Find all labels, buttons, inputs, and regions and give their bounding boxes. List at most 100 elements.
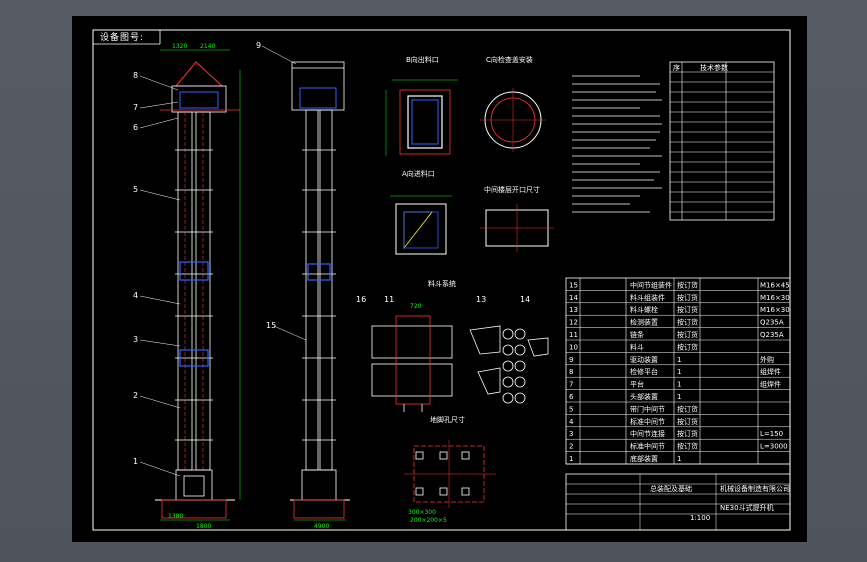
bom-cell: 3: [569, 430, 573, 438]
bom-cell: 头部装置: [630, 392, 658, 401]
bom-cell: 按订货: [677, 442, 698, 451]
bom-cell: 中间节连接: [630, 429, 665, 438]
tech-col-no: 序: [673, 63, 680, 72]
callout-4: 4: [133, 291, 138, 300]
bom-cell: 按订货: [677, 404, 698, 413]
title-block: 总装配及基础 机械设备制造有限公司 NE30斗式提升机 1:100: [565, 473, 791, 531]
callout-8: 8: [133, 71, 138, 80]
dim-bottom-a: 1380: [168, 513, 183, 520]
bom-cell: 按订货: [677, 417, 698, 426]
callout-14: 14: [520, 295, 530, 304]
bom-cell: 组焊件: [760, 380, 781, 389]
bom-cell: 标准中间节: [630, 442, 665, 451]
bom-cell: M16×30: [760, 306, 790, 314]
bom-cell: 中间节组装件: [630, 280, 672, 289]
bom-cell: L=150: [760, 430, 783, 438]
bom-cell: 料斗螺栓: [630, 305, 658, 314]
bom-cell: 9: [569, 356, 573, 364]
scale-value: 1:100: [690, 514, 710, 522]
drawing-number-label: 设备图号:: [100, 33, 145, 43]
callout-15: 15: [266, 321, 276, 330]
bom-cell: 按订货: [677, 293, 698, 302]
elevator-side-view: [290, 61, 350, 521]
bom-cell: 按订货: [677, 280, 698, 289]
bom-cell: 底部装置: [630, 454, 658, 463]
bom-cell: 链条: [630, 330, 644, 339]
bom-cell: 检修平台: [630, 367, 658, 376]
company-name: 机械设备制造有限公司: [720, 484, 790, 493]
bom-cell: 8: [569, 368, 573, 376]
dim-foundation-b: 200×200×5: [410, 517, 447, 524]
callout-16: 16: [356, 295, 366, 304]
drawing-name: 总装配及基础: [650, 484, 692, 493]
bom-cell: 标准中间节: [630, 417, 665, 426]
bom-cell: 15: [569, 281, 578, 289]
bom-cell: 4: [569, 418, 574, 426]
dim-top-a: 1320: [172, 43, 187, 50]
bom-cell: 1: [677, 381, 681, 389]
callout-2: 2: [133, 391, 138, 400]
bom-cell: 12: [569, 319, 578, 327]
bom-cell: M16×45: [760, 281, 790, 289]
callout-6: 6: [133, 123, 138, 132]
bom-cell: 平台: [630, 380, 644, 389]
b-view-outlet: B向出料口: [385, 55, 458, 156]
bom-cell: 1: [677, 368, 681, 376]
bom-cell: 检测装置: [630, 318, 658, 327]
bom-cell: 料斗: [630, 342, 644, 351]
bom-cell: 按订货: [677, 305, 698, 314]
a-view-inlet: A向进料口: [390, 169, 452, 255]
bom-cell: L=3000: [760, 443, 788, 451]
callout-13: 13: [476, 295, 486, 304]
bom-cell: 1: [677, 356, 681, 364]
dim-top-b: 2140: [200, 43, 215, 50]
bom-cell: 14: [569, 294, 578, 302]
callout-7: 7: [133, 103, 138, 112]
bom-cell: 1: [677, 393, 681, 401]
tech-params-table: 序 技术参数: [669, 61, 775, 221]
bom-cell: 5: [569, 405, 573, 413]
bom-cell: 驱动装置: [630, 355, 658, 364]
bom-cell: 按订货: [677, 429, 698, 438]
bom-cell: M16×30: [760, 294, 790, 302]
bom-cell: 10: [569, 343, 578, 351]
bom-cell: 1: [677, 455, 681, 463]
callout-3: 3: [133, 335, 138, 344]
dim-bottom-b: 1800: [196, 523, 211, 530]
dim-bottom-c: 4900: [314, 523, 329, 530]
bom-cell: 6: [569, 393, 574, 401]
hopper-title: 料斗系统: [428, 279, 456, 288]
bom-cell: 1: [569, 455, 573, 463]
callout-5: 5: [133, 185, 138, 194]
bom-cell: 2: [569, 443, 573, 451]
mid-floor-opening: 中间楼层开口尺寸: [480, 185, 554, 252]
elevator-front-view: [155, 49, 241, 521]
dim-foundation-a: 300×300: [408, 509, 436, 516]
callout-11: 11: [384, 295, 394, 304]
bom-cell: Q235A: [760, 319, 784, 327]
part-callouts: 8 7 6 5 4 3 2 1 9 15: [133, 41, 307, 477]
dim-mid-b: 720: [410, 303, 422, 310]
bom-cell: 按订货: [677, 342, 698, 351]
mid-floor-title: 中间楼层开口尺寸: [484, 185, 540, 194]
foundation-title: 地脚孔尺寸: [430, 415, 465, 424]
callout-1: 1: [133, 457, 138, 466]
a-view-title: A向进料口: [402, 169, 435, 178]
model-name: NE30斗式提升机: [720, 503, 774, 512]
bom-cell: 组焊件: [760, 367, 781, 376]
bom-cell: Q235A: [760, 331, 784, 339]
bom-cell: 11: [569, 331, 578, 339]
hopper-system: 料斗系统 16 11 13 14 720: [356, 279, 549, 412]
bom-cell: 料斗组装件: [630, 293, 665, 302]
bom-cell: 7: [569, 381, 573, 389]
callout-9: 9: [256, 41, 261, 50]
c-view-title: C向检查盖安装: [486, 55, 533, 64]
bom-cell: 带门中间节: [630, 404, 665, 413]
b-view-title: B向出料口: [406, 55, 439, 64]
bom-cell: 13: [569, 306, 578, 314]
drawing-paper: [72, 16, 807, 542]
foundation-holes: 地脚孔尺寸 300×300 200×200×5: [404, 415, 496, 524]
